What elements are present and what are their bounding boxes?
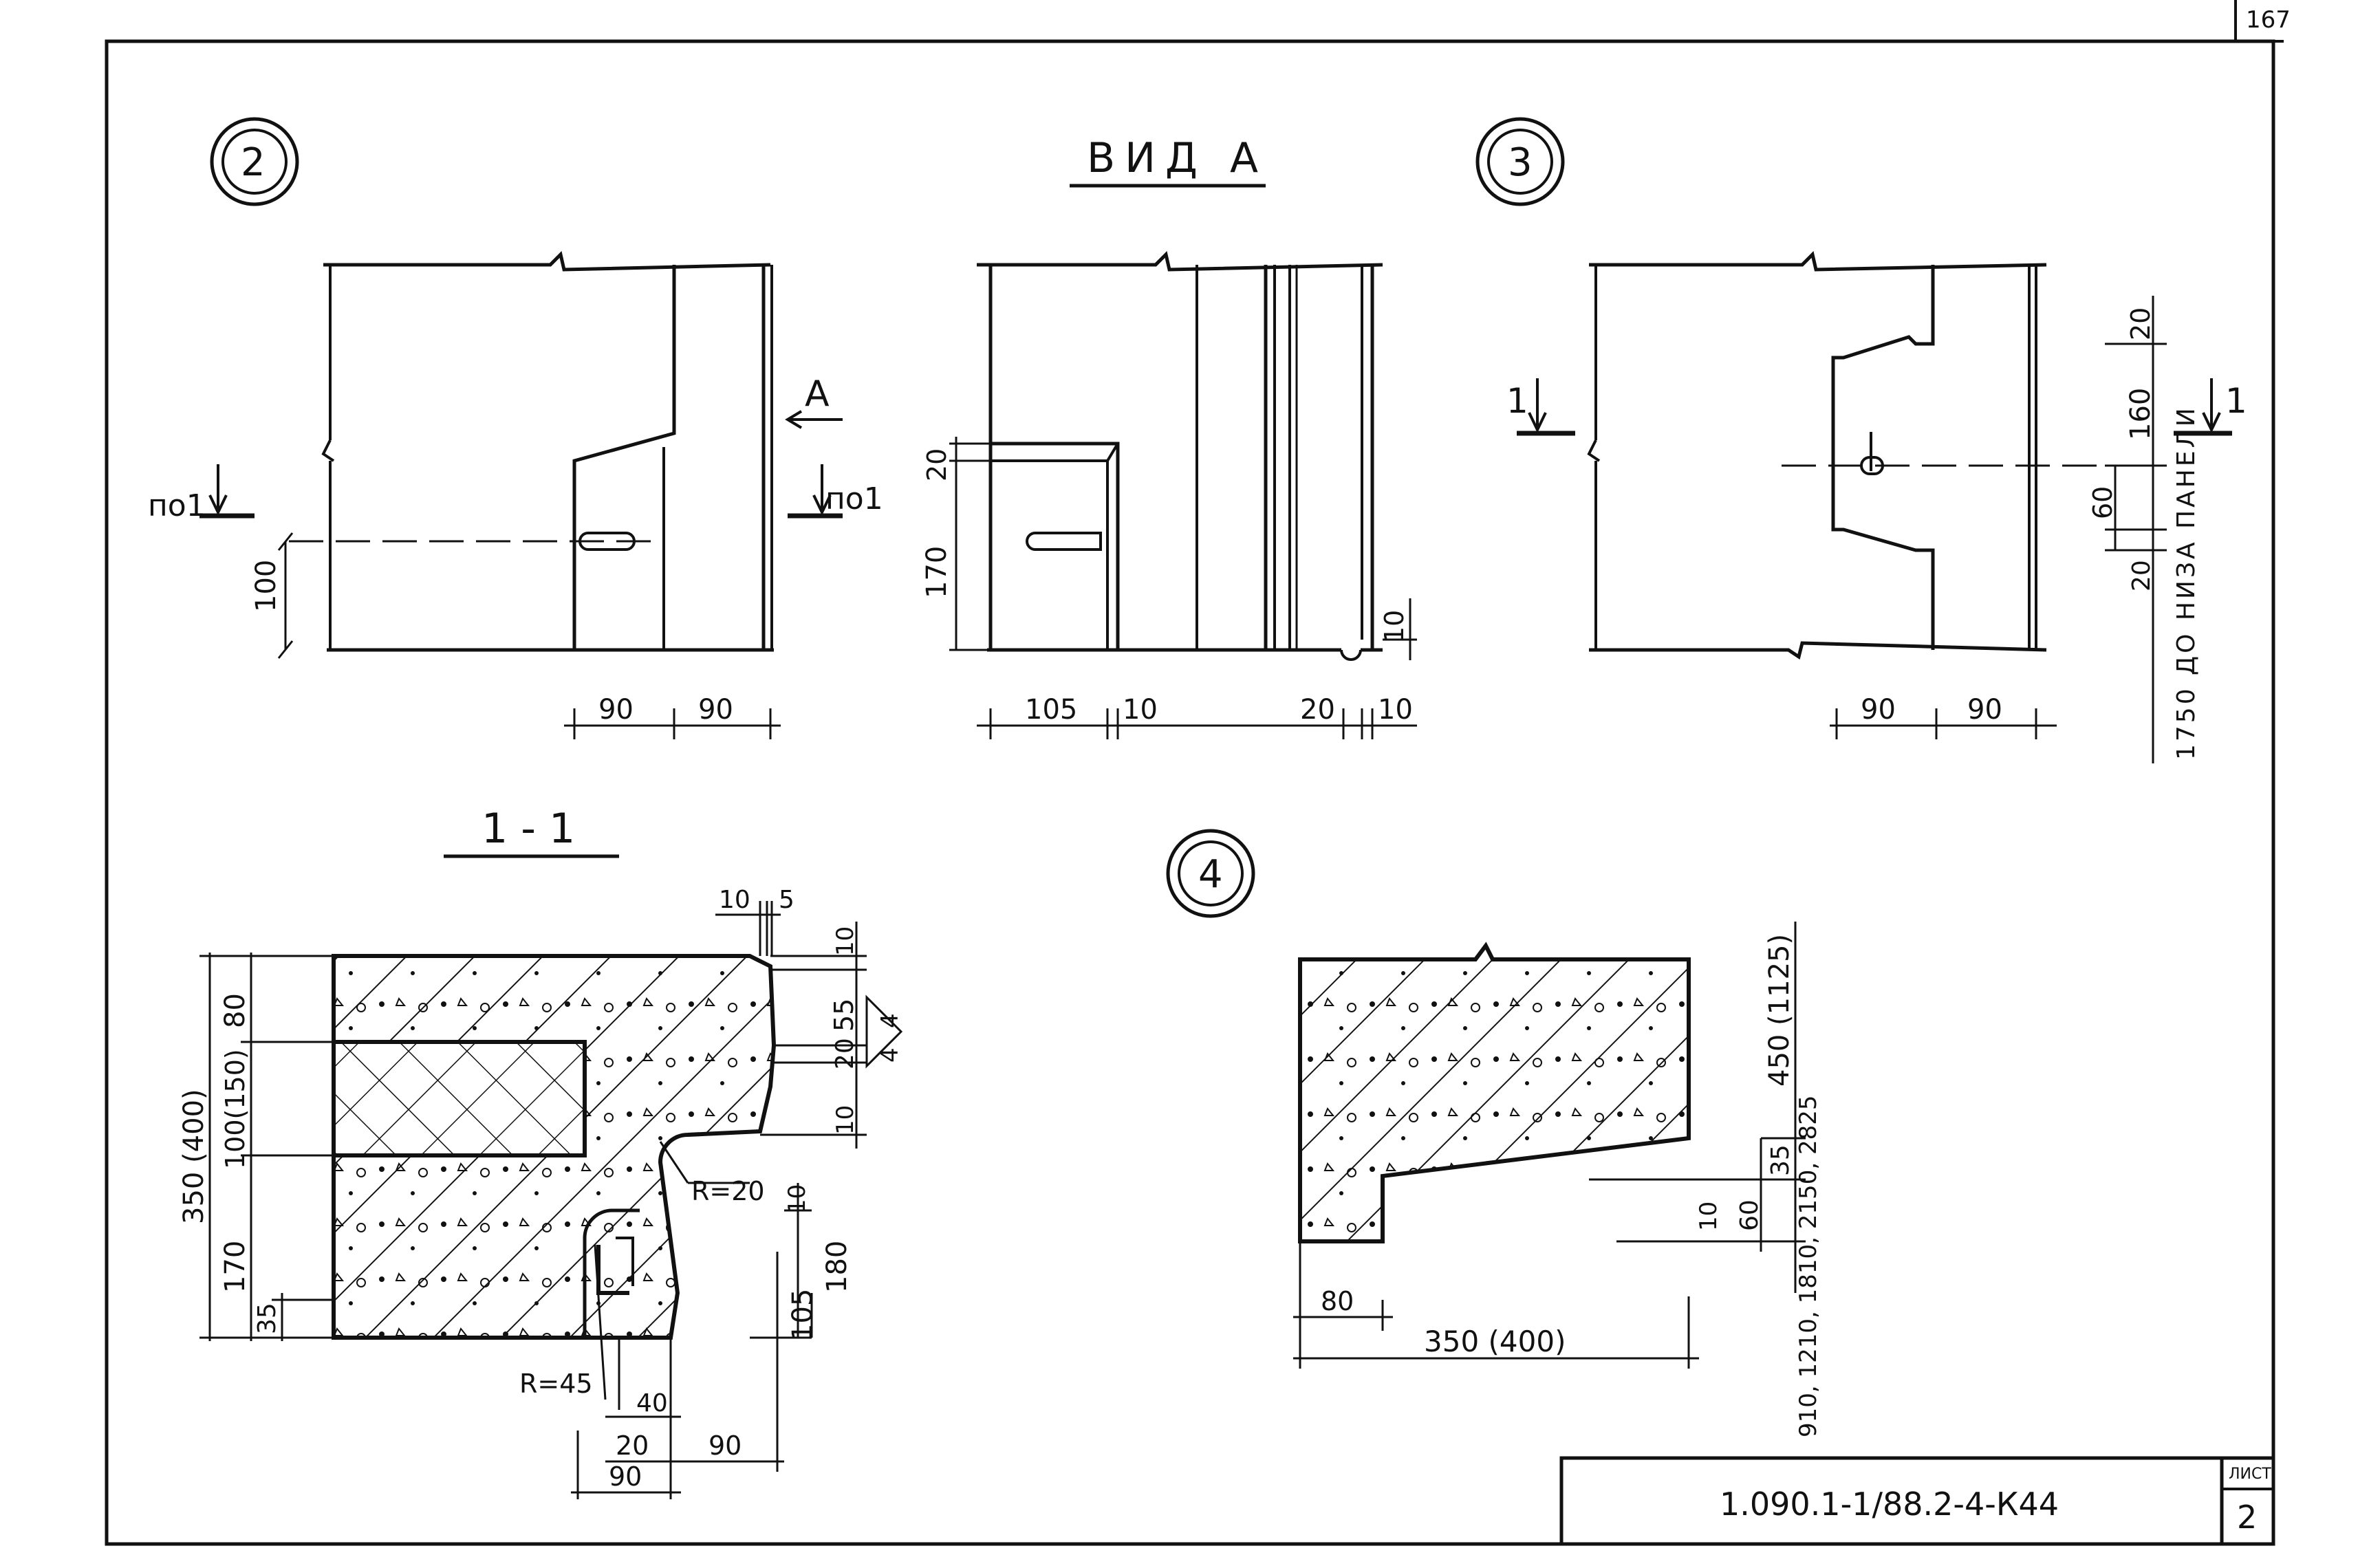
view-a: ВИД А 20 170 10 105 (921, 134, 1417, 739)
drawing-code: 1.090.1-1/88.2-4-К44 (1720, 1486, 2059, 1523)
detail-3-dim-bottom: 20 (2128, 560, 2156, 591)
detail-3-marker: 3 (1508, 140, 1533, 185)
detail-2-dim-height: 100 (250, 560, 282, 612)
detail-2-section-right: по1 (825, 481, 883, 516)
title-block: 1.090.1-1/88.2-4-К44 ЛИСТ 2 (1559, 1456, 2275, 1546)
section-dim-r5: 4 (876, 1047, 904, 1063)
section-radius-small: R=20 (691, 1176, 765, 1206)
section-dim-top-w2: 5 (779, 886, 794, 914)
section-dim-insulation: 100(150) (220, 1049, 250, 1169)
section-dim-bottom: 35 (253, 1303, 281, 1334)
section-dim-r6: 10 (832, 1105, 859, 1135)
detail-3-note: 1750 ДО НИЗА ПАНЕЛИ (2172, 405, 2200, 760)
view-a-dim-w4: 10 (1378, 694, 1413, 726)
detail-4-dim-height: 450 (1125) (1764, 934, 1795, 1087)
view-a-dim-w1: 105 (1025, 694, 1077, 726)
view-a-dim-top: 20 (922, 448, 952, 481)
section-1-1-title: 1 - 1 (482, 805, 575, 853)
detail-4-dim-d2: 60 (1735, 1199, 1764, 1231)
section-dim-r4: 4 (876, 1013, 904, 1028)
section-dim-r2: 55 (829, 999, 859, 1032)
section-dim-b2: 20 (616, 1431, 649, 1461)
detail-3-dim-top: 20 (2125, 307, 2156, 340)
view-a-title: ВИД А (1087, 134, 1268, 182)
detail-4-dim-width: 350 (400) (1424, 1325, 1566, 1358)
view-a-dim-bottom: 10 (1379, 610, 1409, 643)
detail-3: 3 1 1 20 160 60 20 1750 ДО НИЗА ПАНЕЛИ (1475, 117, 2247, 763)
detail-2-marker: 2 (241, 140, 266, 185)
detail-2-dim-w1: 90 (598, 694, 634, 726)
section-dim-r3: 20 (831, 1038, 859, 1069)
detail-2: 2 по1 по1 А 100 90 9 (148, 117, 883, 739)
section-dim-v3: 105 (787, 1289, 819, 1341)
corner-number: 167 (2246, 6, 2291, 34)
section-dim-b1: 40 (636, 1389, 668, 1417)
view-a-dim-w2: 10 (1123, 694, 1158, 726)
detail-4-marker: 4 (1198, 852, 1223, 897)
section-dim-lower: 170 (219, 1241, 251, 1293)
list-number: 2 (2237, 1499, 2257, 1536)
section-1-1: 1 - 1 350 (400) 80 100(150) 170 35 10 5 (178, 805, 904, 1499)
section-dim-b4: 90 (609, 1461, 642, 1492)
detail-4-dim-step: 35 (1766, 1144, 1795, 1176)
detail-4: 4 450 (1125) 35 10 60 910, 1210, 1810, 2… (1166, 829, 1822, 1437)
detail-3-section-left: 1 (1506, 381, 1528, 421)
detail-4-dim-values: 910, 1210, 1810, 2150, 2825 (1795, 1096, 1822, 1437)
view-a-dim-height: 170 (921, 546, 953, 598)
section-dim-total: 350 (400) (178, 1089, 210, 1224)
section-dim-r1: 10 (832, 926, 859, 956)
view-a-arrow-label: А (805, 373, 830, 415)
section-dim-top: 80 (219, 993, 251, 1028)
detail-3-dim-mid: 160 (2125, 388, 2156, 440)
detail-4-dim-left: 80 (1321, 1286, 1354, 1316)
detail-3-dim-low: 60 (2088, 486, 2118, 519)
sheet-frame: 167 (105, 0, 2291, 1546)
detail-2-dim-w2: 90 (698, 694, 733, 726)
section-radius-large: R=45 (519, 1369, 593, 1399)
section-dim-v1: 10 (783, 1184, 811, 1214)
detail-3-dim-w1: 90 (1861, 694, 1896, 726)
detail-2-section-left: по1 (148, 488, 206, 523)
detail-3-dim-w2: 90 (1967, 694, 2002, 726)
view-a-dim-w3: 20 (1300, 694, 1335, 726)
section-dim-v2: 180 (821, 1241, 853, 1293)
detail-4-dim-d1: 10 (1695, 1201, 1722, 1231)
detail-3-section-right: 1 (2225, 381, 2247, 421)
list-label: ЛИСТ (2229, 1466, 2271, 1483)
section-dim-top-w1: 10 (719, 886, 750, 914)
section-dim-b3: 90 (708, 1431, 742, 1461)
